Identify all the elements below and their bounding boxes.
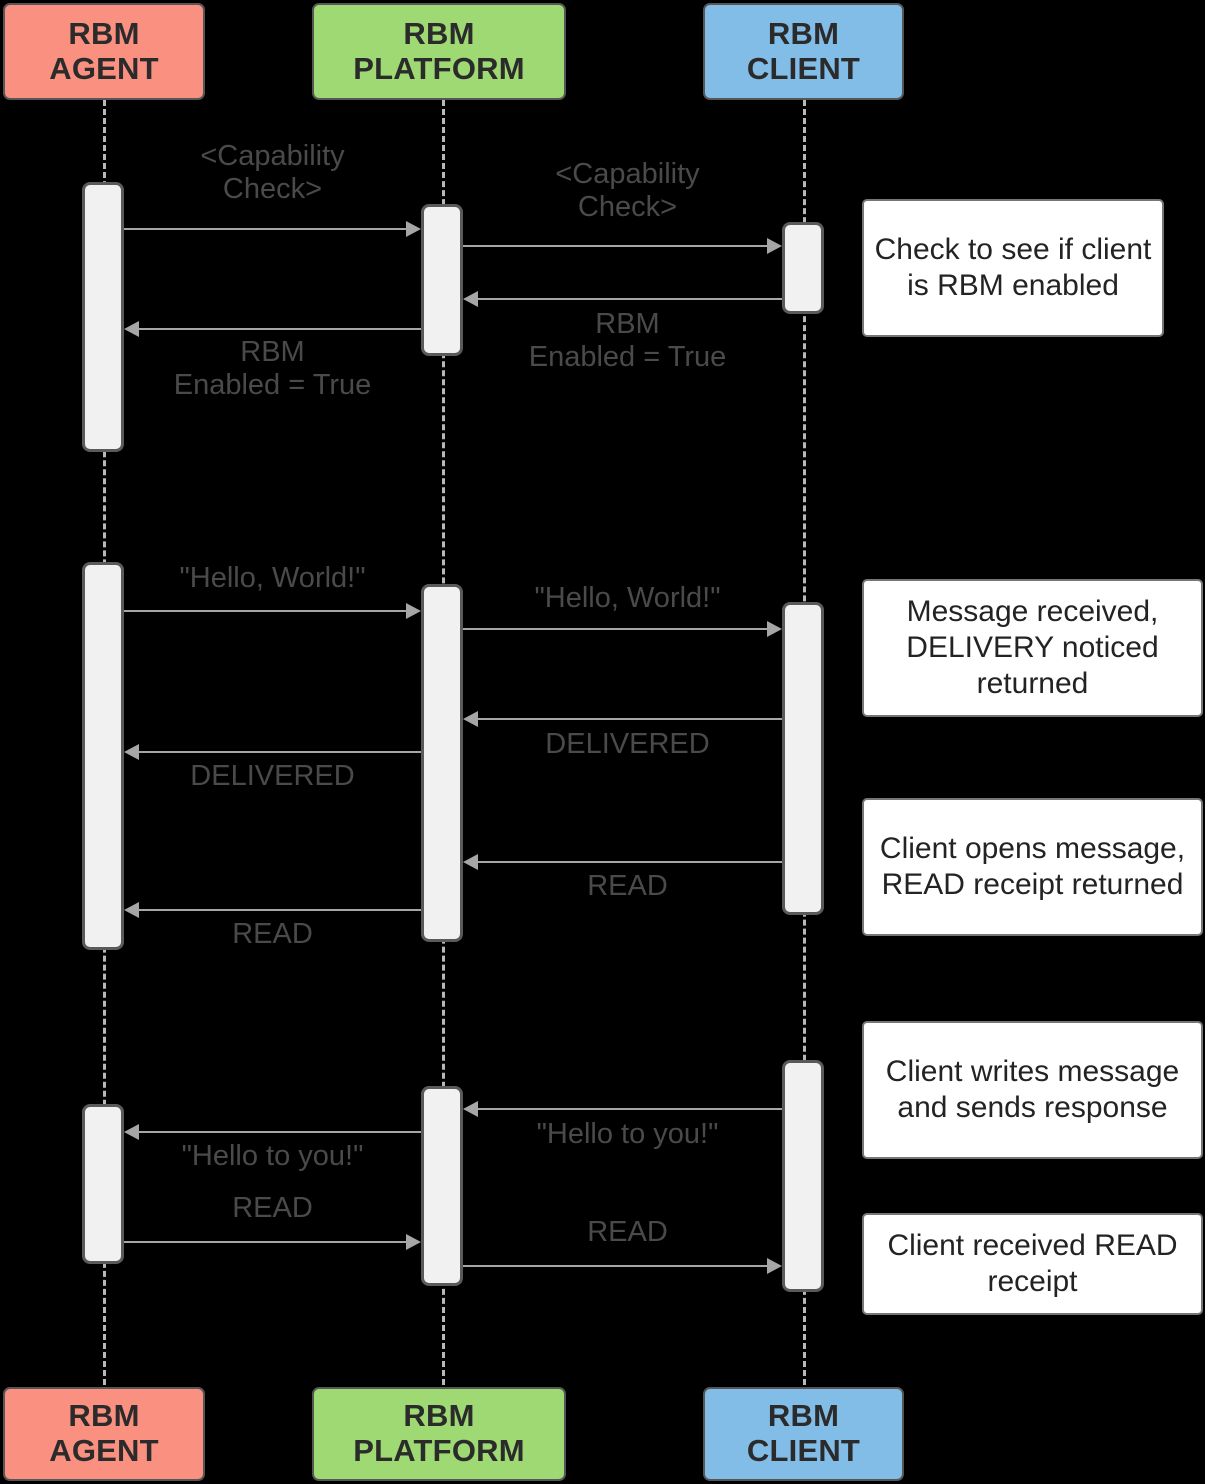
- message-arrow-m9: [463, 854, 478, 870]
- message-line-m2: [463, 245, 772, 247]
- message-line-m14: [463, 1265, 772, 1267]
- note-delivery-receipt: Message received, DELIVERY noticed retur…: [862, 579, 1203, 717]
- activation-agent-2: [82, 562, 124, 950]
- message-arrow-m8: [124, 744, 139, 760]
- message-label-m7: DELIVERED: [545, 728, 710, 760]
- note-client-read-receipt: Client received READ receipt: [862, 1213, 1203, 1315]
- message-label-m1: <Capability Check>: [200, 140, 345, 206]
- participant-footer-agent-line1: RBM: [68, 1398, 140, 1434]
- message-label-m13: READ: [232, 1192, 313, 1224]
- message-label-m3: RBM Enabled = True: [528, 308, 727, 374]
- message-label-m8: DELIVERED: [190, 760, 355, 792]
- message-label-m10: READ: [232, 918, 313, 950]
- participant-footer-platform[interactable]: RBM PLATFORM: [312, 1387, 566, 1481]
- participant-header-platform[interactable]: RBM PLATFORM: [312, 3, 566, 100]
- message-arrow-m7: [463, 711, 478, 727]
- note-read-receipt: Client opens message, READ receipt retur…: [862, 798, 1203, 936]
- message-label-m14: READ: [587, 1216, 668, 1248]
- participant-footer-client[interactable]: RBM CLIENT: [703, 1387, 904, 1481]
- message-arrow-m12: [124, 1124, 139, 1140]
- note-client-response: Client writes message and sends response: [862, 1021, 1203, 1159]
- message-line-m4: [139, 328, 421, 330]
- participant-footer-client-line1: RBM: [767, 1398, 840, 1434]
- activation-agent-3: [82, 1104, 124, 1264]
- note-capability-check: Check to see if client is RBM enabled: [862, 199, 1164, 337]
- message-arrow-m13: [406, 1234, 421, 1250]
- activation-platform-3: [421, 1086, 463, 1286]
- message-line-m10: [139, 909, 421, 911]
- activation-platform-1: [421, 204, 463, 356]
- message-line-m5: [124, 610, 411, 612]
- message-arrow-m1: [406, 221, 421, 237]
- activation-client-2: [782, 602, 824, 915]
- message-label-m12: "Hello to you!": [181, 1140, 364, 1172]
- message-line-m3: [478, 298, 782, 300]
- message-line-m6: [463, 628, 772, 630]
- message-arrow-m11: [463, 1101, 478, 1117]
- participant-header-agent-line1: RBM: [68, 15, 140, 51]
- participant-header-platform-line1: RBM: [403, 15, 475, 51]
- participant-header-client[interactable]: RBM CLIENT: [703, 3, 904, 100]
- message-line-m11: [478, 1108, 782, 1110]
- message-arrow-m4: [124, 321, 139, 337]
- message-line-m8: [139, 751, 421, 753]
- participant-footer-platform-line2: PLATFORM: [353, 1433, 525, 1468]
- message-label-m2: <Capability Check>: [555, 158, 700, 224]
- activation-platform-2: [421, 584, 463, 942]
- participant-footer-platform-line1: RBM: [403, 1398, 475, 1434]
- participant-header-platform-line2: PLATFORM: [353, 50, 525, 86]
- message-arrow-m6: [767, 621, 782, 637]
- message-label-m4: RBM Enabled = True: [173, 336, 372, 402]
- activation-client-3: [782, 1060, 824, 1292]
- message-label-m11: "Hello to you!": [536, 1118, 719, 1150]
- message-arrow-m14: [767, 1258, 782, 1274]
- message-line-m7: [478, 718, 782, 720]
- message-arrow-m2: [767, 238, 782, 254]
- participant-header-client-line1: RBM: [767, 15, 840, 51]
- participant-footer-client-line2: CLIENT: [746, 1433, 861, 1468]
- activation-client-1: [782, 222, 824, 314]
- participant-header-agent-line2: AGENT: [49, 50, 159, 86]
- message-label-m6: "Hello, World!": [534, 582, 721, 614]
- message-line-m9: [478, 861, 782, 863]
- message-line-m13: [124, 1241, 411, 1243]
- participant-footer-agent[interactable]: RBM AGENT: [3, 1387, 205, 1481]
- message-line-m1: [124, 228, 411, 230]
- message-line-m12: [139, 1131, 421, 1133]
- message-arrow-m3: [463, 291, 478, 307]
- message-arrow-m5: [406, 603, 421, 619]
- message-arrow-m10: [124, 902, 139, 918]
- message-label-m5: "Hello, World!": [179, 562, 366, 594]
- activation-agent-1: [82, 182, 124, 452]
- participant-header-client-line2: CLIENT: [746, 50, 861, 86]
- participant-header-agent[interactable]: RBM AGENT: [3, 3, 205, 100]
- message-label-m9: READ: [587, 870, 668, 902]
- participant-footer-agent-line2: AGENT: [49, 1433, 159, 1468]
